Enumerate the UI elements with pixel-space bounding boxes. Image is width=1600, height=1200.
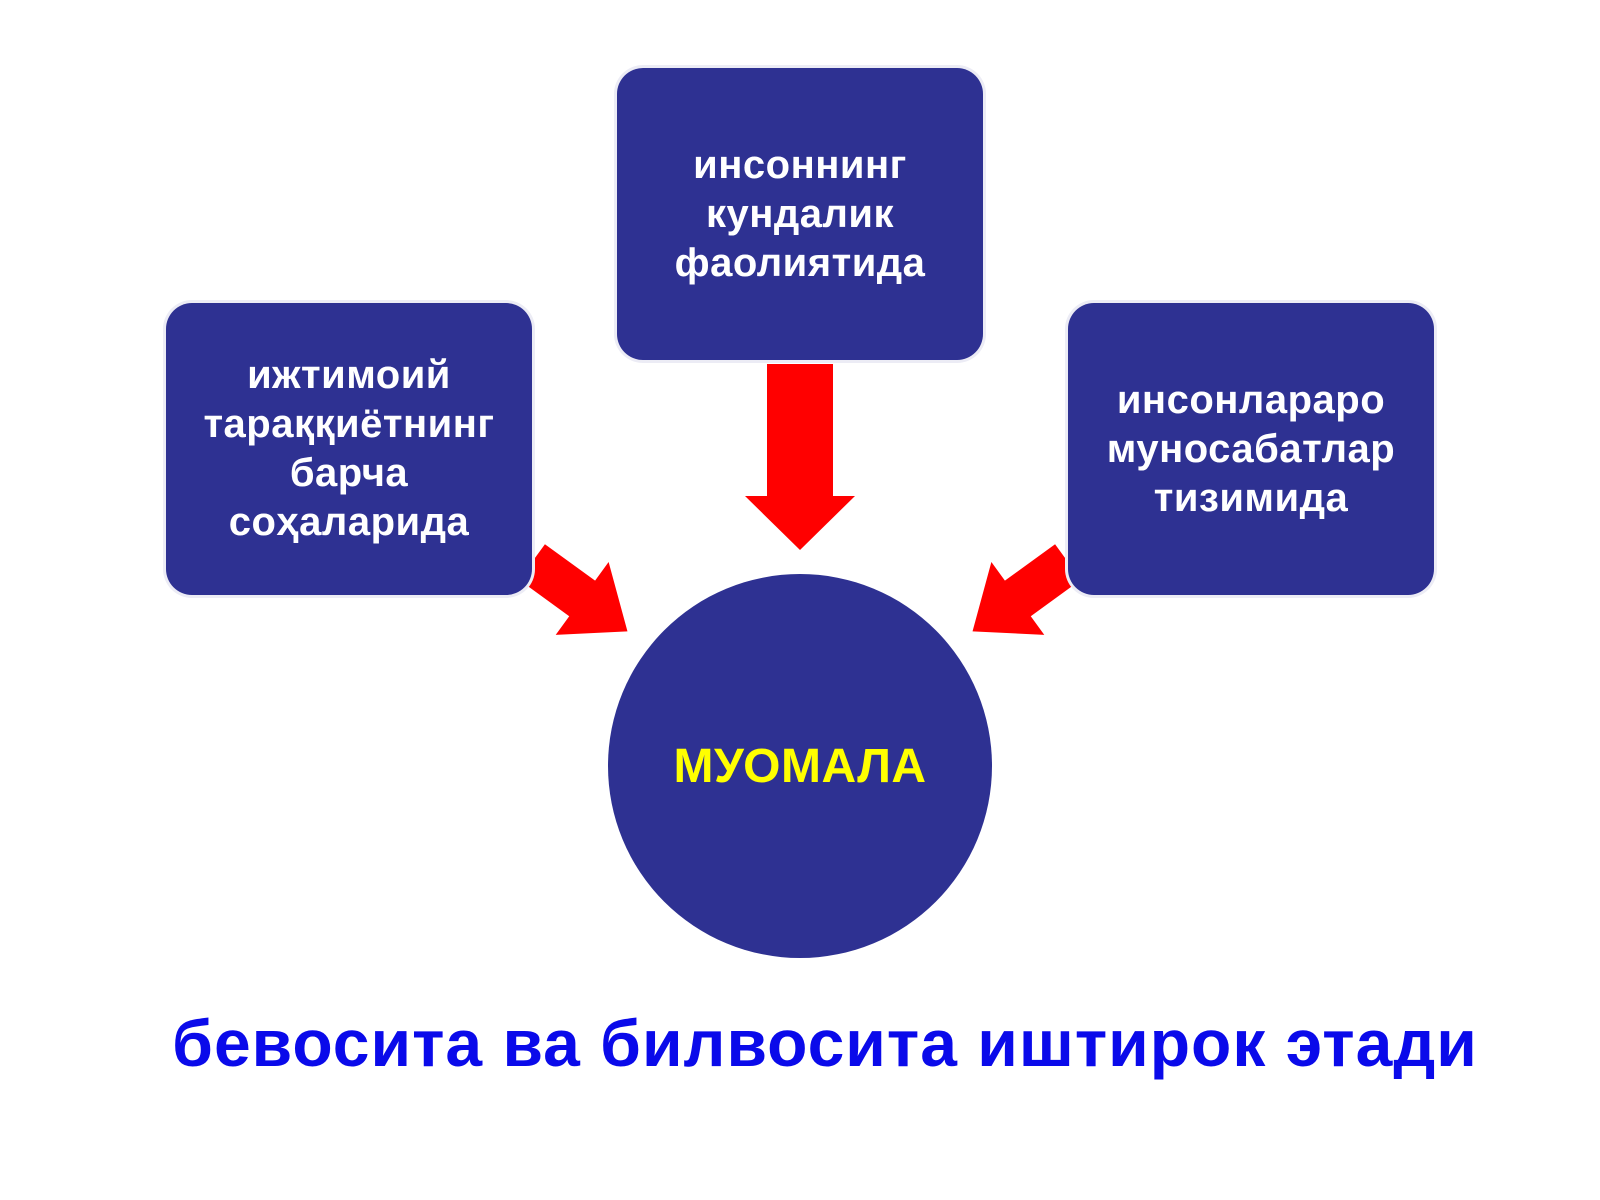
box-interpersonal-relations-label: инсонлараро муносабатлар тизимида	[1106, 377, 1396, 520]
box-social-development-label: ижтимоий тараққиётнинг барча соҳаларида	[203, 353, 495, 544]
box-interpersonal-relations: инсонлараро муносабатлар тизимида	[1068, 303, 1434, 595]
arrow-left	[519, 544, 628, 635]
box-social-development: ижтимоий тараққиётнинг барча соҳаларида	[166, 303, 532, 595]
center-label: МУОМАЛА	[673, 739, 927, 793]
center-circle: МУОМАЛА	[608, 574, 992, 958]
caption-text: бевосита ва билвосита иштирок этади	[172, 1006, 1478, 1080]
box-daily-activity: инсоннинг кундалик фаолиятида	[617, 68, 983, 360]
box-daily-activity-label: инсоннинг кундалик фаолиятида	[674, 142, 926, 285]
arrow-top	[745, 364, 855, 550]
arrow-right	[972, 544, 1081, 635]
